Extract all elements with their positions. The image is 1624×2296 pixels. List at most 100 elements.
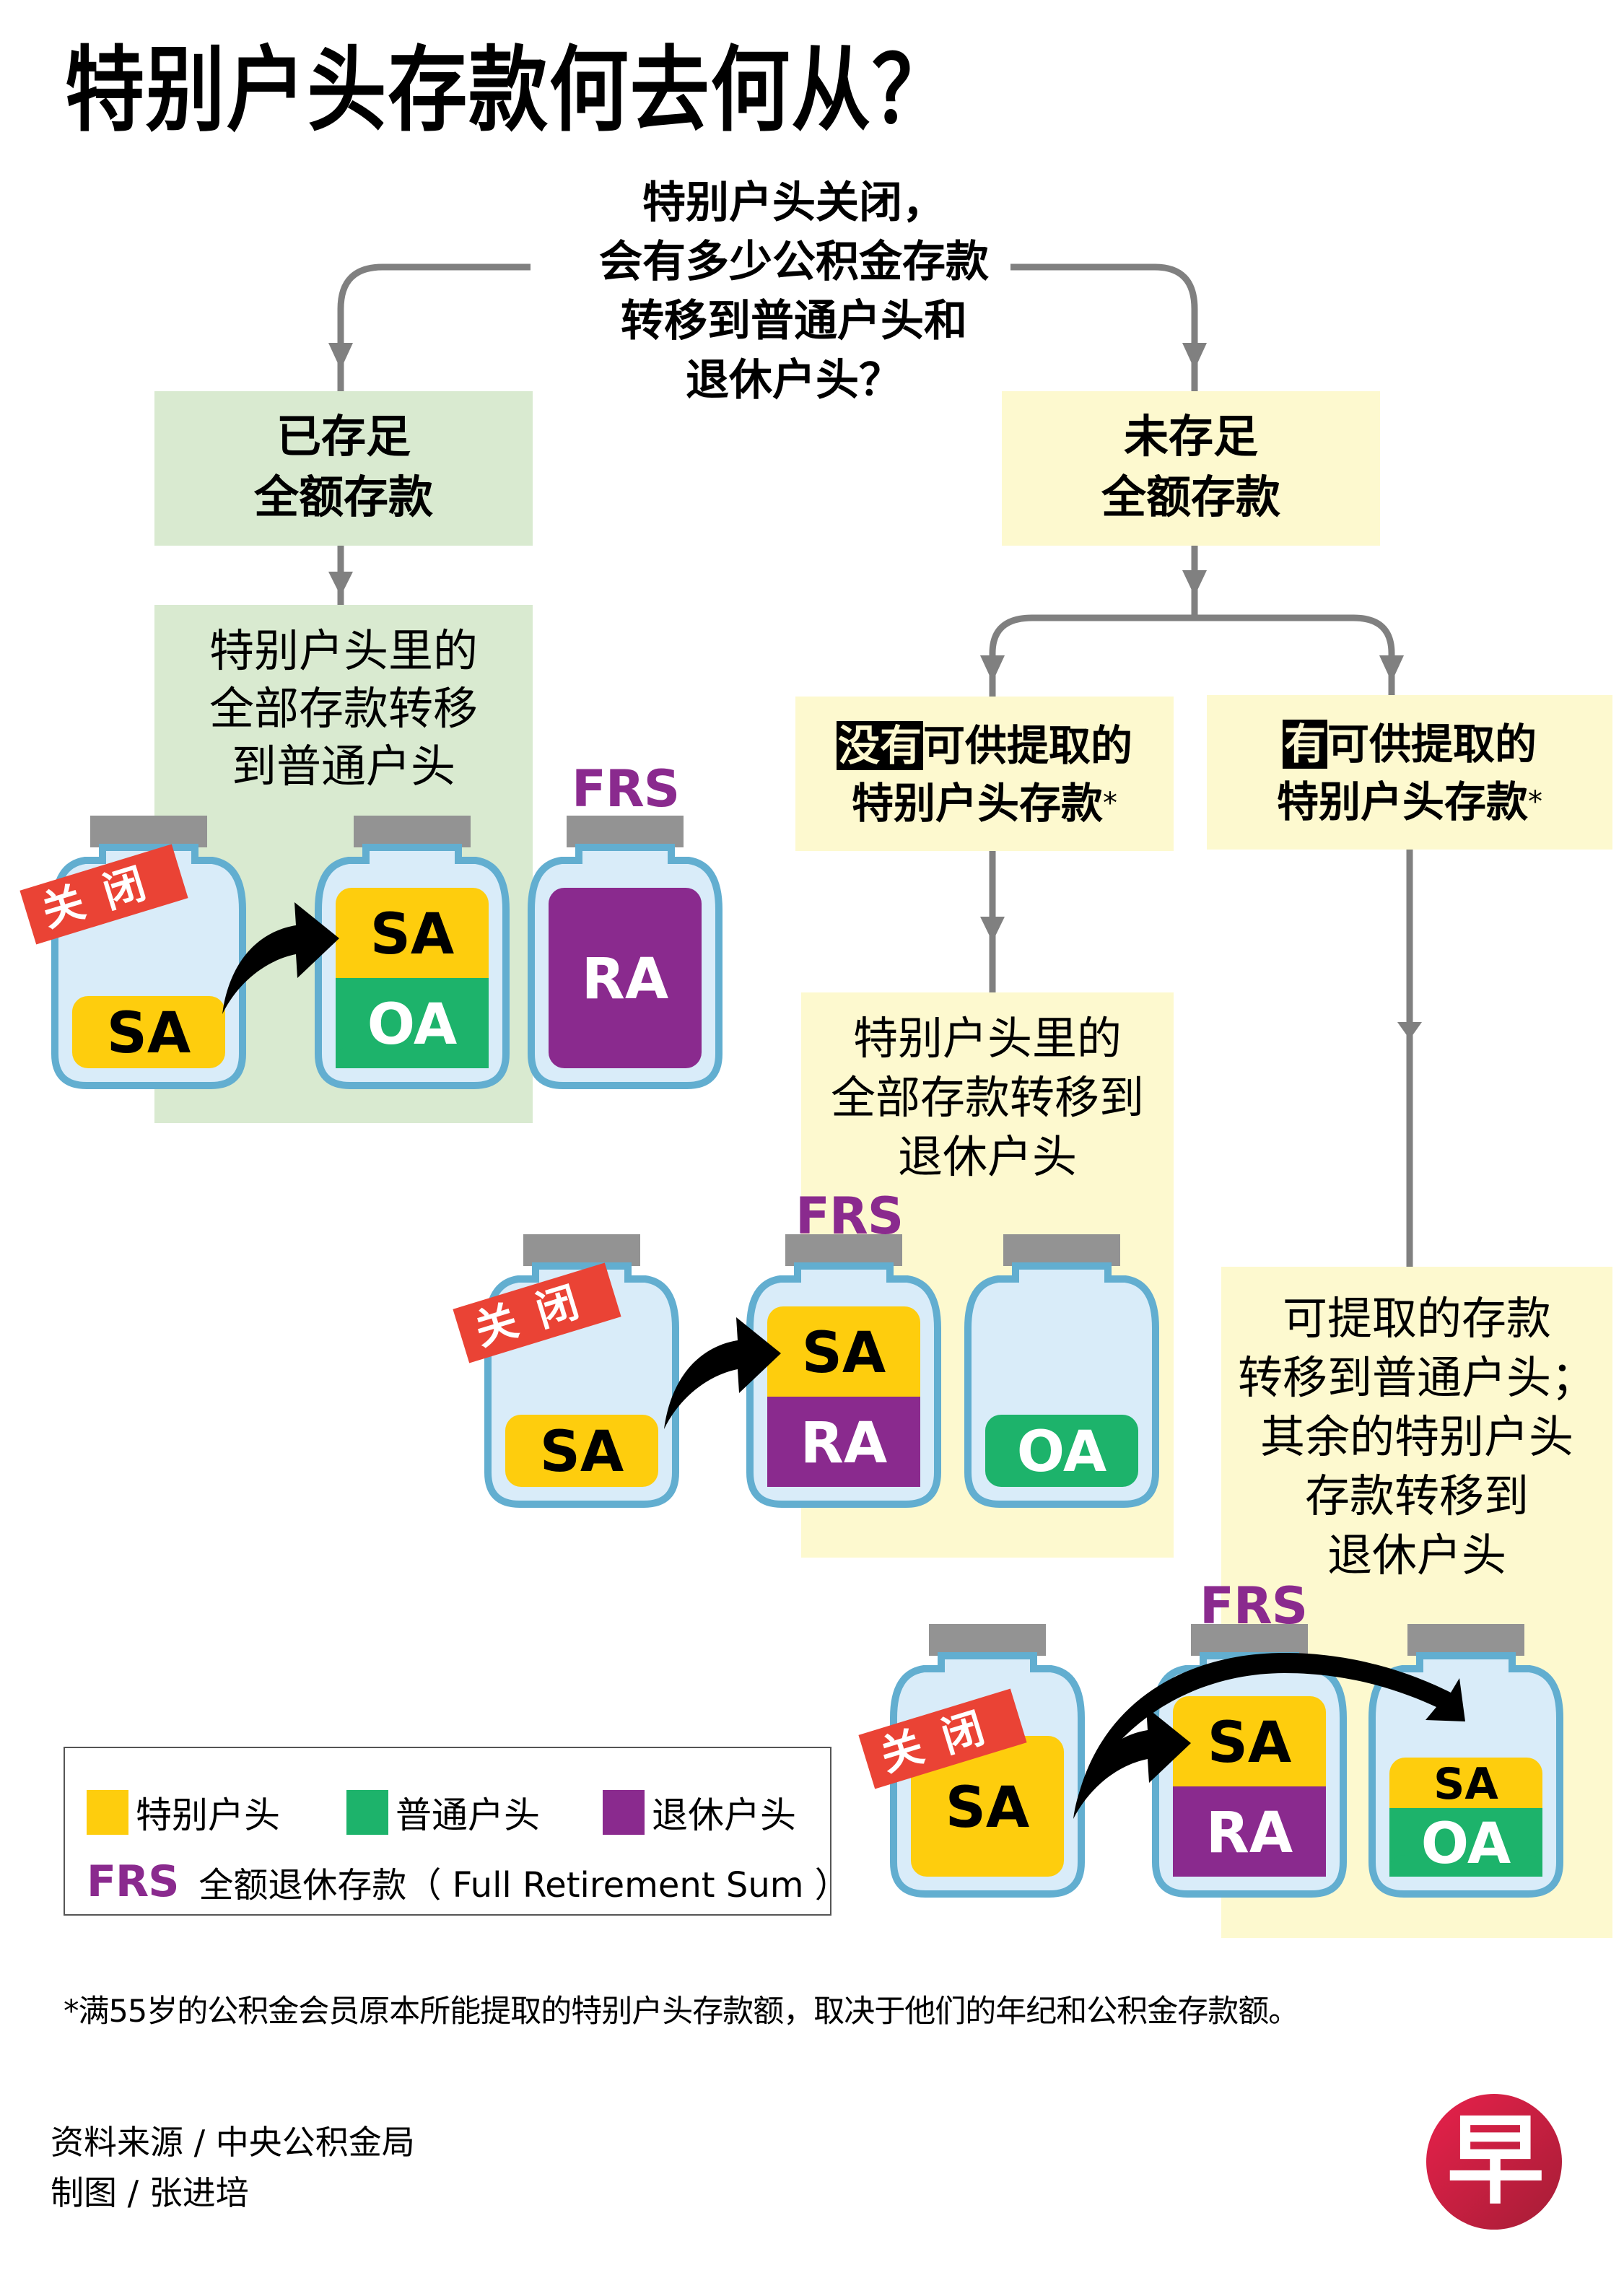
ra-color-swatch [603,1790,645,1835]
legend-frs-description: 全额退休存款（ Full Retirement Sum ） [198,1865,850,1906]
frs-label: FRS [1200,1576,1308,1636]
central-question: 特别户头关闭， 会有多少公积金存款 转移到普通户头和 退休户头？ [505,173,1083,410]
has-withdrawable-condition-box: 有可供提取的 特别户头存款* [1207,695,1612,850]
legend-item-sa: 特别户头 [87,1790,280,1836]
has-withdrawable-result-line-5: 退休户头 [1327,1529,1506,1581]
account-jar: RA [527,816,723,1090]
not-met-condition-line-1: 未存足 [1123,410,1258,463]
arrow-head-icon [1379,655,1404,682]
arrow-head-icon [980,917,1005,942]
oa-label: OA [367,992,458,1057]
has-withdrawable-line-2: 特别户头存款* [1276,777,1542,826]
has-withdrawable-result-line-4: 存款转移到 [1304,1470,1529,1522]
zaobao-logo: 早 [1426,2093,1563,2230]
asterisk-marker: * [1103,787,1117,820]
account-jar: OA [964,1234,1160,1509]
jar-icon [1368,1624,1563,1898]
ra-label: RA [800,1410,888,1476]
met-condition-line-2: 全额存款 [253,471,433,523]
no-withdrawable-highlight: 没有 [836,721,923,770]
jar-icon [528,816,722,1089]
jar-lid [354,816,471,847]
sa-segment [505,1415,658,1487]
transfer-arrow-icon [1075,1653,1465,1808]
legend-frs: FRS 全额退休存款（ Full Retirement Sum ） [87,1856,850,1907]
legend: 特别户头 普通户头 退休户头 FRS 全额退休存款（ Full Retireme… [64,1747,850,1916]
account-jar: SA OA [314,816,510,1090]
jar-lid [90,816,207,847]
has-withdrawable-highlight: 有 [1282,720,1327,769]
no-withdrawable-result-line-3: 退休户头 [897,1130,1077,1183]
sa-segment [72,996,225,1068]
not-met-condition-line-2: 全额存款 [1101,471,1280,523]
sa-color-swatch [87,1790,128,1835]
sa-label: SA [370,902,455,967]
jar-lid [785,1234,902,1266]
arrow-head-icon [328,572,353,596]
question-line-2: 会有多少公积金存款 [599,237,989,287]
frs-label: FRS [795,1187,904,1246]
source-credit: 资料来源 / 中央公积金局 [51,2123,415,2162]
ra-label: RA [581,947,669,1012]
arrow-head-icon [1397,1022,1422,1039]
oa-label: OA [1016,1420,1107,1485]
jar-lid [929,1624,1046,1656]
arrow-head-icon [980,655,1005,682]
sa-label: SA [945,1775,1030,1841]
question-line-3: 转移到普通户头和 [621,296,967,346]
jar-lid [1003,1234,1120,1266]
jar-icon [1152,1624,1347,1898]
jar-lid [1191,1624,1308,1656]
frs-label: FRS [572,759,680,819]
met-result-line-2: 全部存款转移 [209,682,478,735]
connector-question-to-not-met [1010,263,1198,391]
sa-segment [336,888,489,978]
jar-icon [964,1234,1159,1508]
no-withdrawable-result-line-1: 特别户头里的 [852,1012,1122,1065]
no-withdrawable-line-2: 特别户头存款* [851,779,1117,828]
transfer-arrow-icon [1073,1707,1191,1819]
jar-icon [746,1234,941,1508]
footnote: *满55岁的公积金会员原本所能提取的特别户头存款额，取决于他们的年纪和公积金存款… [64,1994,1299,2030]
jar-lid [1407,1624,1524,1656]
connector-split [989,614,1395,697]
has-withdrawable-result-line-2: 转移到普通户头； [1237,1351,1596,1404]
logo-glyph: 早 [1447,2104,1545,2217]
sa-label: SA [539,1420,624,1485]
oa-segment [985,1415,1138,1487]
asterisk-marker: * [1528,785,1542,819]
legend-item-ra: 退休户头 [603,1790,796,1836]
has-withdrawable-result-line-3: 其余的特别户头 [1260,1410,1573,1463]
jar-icon [890,1624,1085,1898]
jar-lid [523,1234,640,1266]
ra-segment [549,888,702,1068]
sa-label: SA [1433,1759,1498,1810]
connector-question-to-met [337,263,531,391]
transfer-arrow-icon [664,1317,781,1429]
page-title: 特别户头存款何去何从？ [65,37,953,144]
no-withdrawable-result-line-2: 全部存款转移到 [830,1071,1144,1124]
met-result-line-3: 到普通户头 [231,740,455,793]
sa-segment [767,1306,920,1397]
sa-segment [911,1736,1064,1877]
sa-label: SA [1207,1710,1292,1776]
sa-label: SA [106,1001,191,1066]
met-condition-line-1: 已存足 [276,410,411,463]
no-withdrawable-condition-box: 没有可供提取的 特别户头存款* [795,697,1174,851]
arrow-head-icon [328,343,353,370]
met-condition-box: 已存足 全额存款 [154,391,533,546]
graphic-credit: 制图 / 张进培 [51,2173,249,2212]
jar-icon [315,816,510,1089]
no-withdrawable-line-1: 没有可供提取的 [836,721,1133,770]
has-withdrawable-result-line-1: 可提取的存款 [1282,1292,1551,1345]
jar-lid [567,816,684,847]
has-withdrawable-line-1: 有可供提取的 [1282,720,1537,769]
